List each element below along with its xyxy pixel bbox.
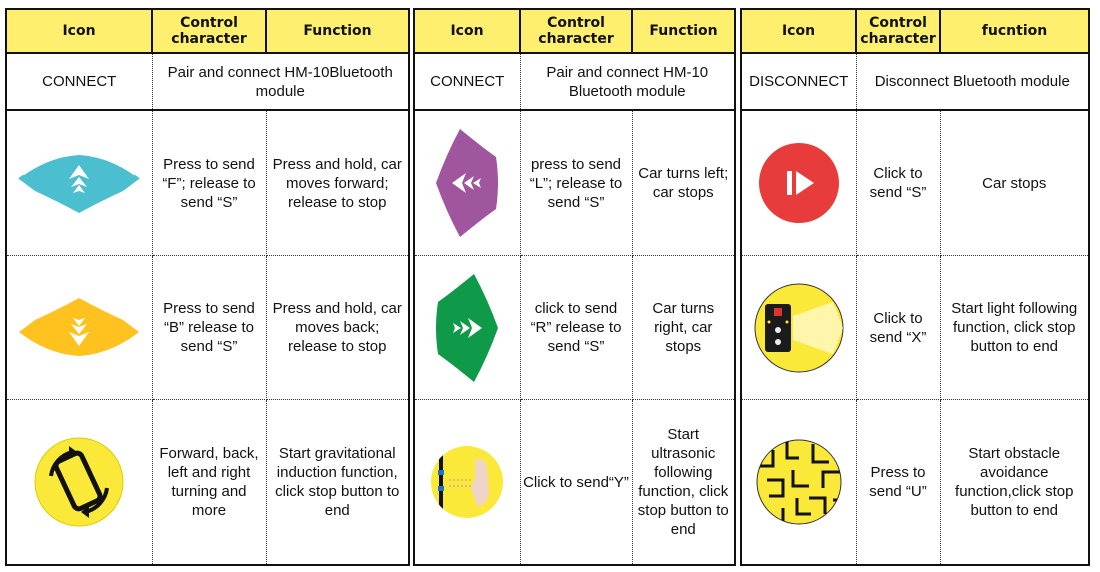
connect-description: Pair and connect HM-10 Bluetooth module [520,53,734,112]
function-right: Car turns right, car stops [632,255,734,401]
connect-button[interactable]: CONNECT [7,53,153,112]
connect-description: Pair and connect HM-10Bluetooth module [152,53,408,112]
panel-right: Icon Control character fucntion DISCONNE… [740,8,1090,566]
back-button[interactable] [7,255,153,401]
control-char-y: Click to send“Y” [520,399,633,564]
maze-icon [756,439,842,525]
control-char-b: Press to send “B” release to send “S” [152,255,267,401]
control-char-s: Click to send “S” [856,110,941,256]
header-function: fucntion [940,10,1088,55]
function-left: Car turns left; car stops [632,110,734,256]
function-forward: Press and hold, car moves forward; relea… [266,110,408,256]
control-char-l: press to send “L”; release to send “S” [520,110,633,256]
function-gravity: Start gravitational induction function, … [275,445,400,520]
panel-middle: Icon Control character Function CONNECT … [413,8,736,566]
header-function: Function [632,10,734,55]
stop-play-icon [758,143,839,224]
right-button[interactable] [415,255,521,401]
left-button[interactable] [415,110,521,256]
phone-rotate-icon [34,437,124,527]
function-obstacle-avoid: Start obstacle avoidance function,click … [955,445,1074,520]
control-char-u: Press to send “U” [856,399,941,564]
function-stop: Car stops [940,110,1088,256]
disconnect-description: Disconnect Bluetooth module [856,53,1088,112]
header-control-character: Control character [152,10,267,55]
stop-button[interactable] [742,110,857,256]
gravity-button[interactable] [7,399,153,564]
function-ultrasonic: Start ultrasonic following function, cli… [637,426,729,539]
header-control-character: Control character [856,10,941,55]
function-light-follow: Start light following function, click st… [940,255,1088,401]
control-table-3: Icon Control character fucntion DISCONNE… [742,10,1088,564]
control-table-2: Icon Control character Function CONNECT … [415,10,734,564]
control-char-f: Press to send “F”; release to send “S” [152,110,267,256]
panel-left: Icon Control character Function CONNECT … [5,8,410,566]
ultrasonic-hand-icon [431,446,504,519]
header-control-character: Control character [520,10,633,55]
header-icon: Icon [7,10,153,55]
light-sensor-icon [754,283,844,373]
disconnect-button[interactable]: DISCONNECT [742,53,857,112]
right-arrow-icon [436,273,499,382]
connect-button[interactable]: CONNECT [415,53,521,112]
forward-arrow-icon [18,155,140,214]
header-icon: Icon [415,10,521,55]
forward-button[interactable] [7,110,153,256]
control-char-r: click to send “R” release to send “S” [520,255,633,401]
function-back: Press and hold, car moves back; release … [266,255,408,401]
control-char-x: Click to send “X” [856,255,941,401]
ultrasonic-button[interactable] [415,399,521,564]
control-table-1: Icon Control character Function CONNECT … [7,10,408,564]
obstacle-avoid-button[interactable] [742,399,857,564]
header-icon: Icon [742,10,857,55]
control-gravity: Forward, back, left and right turning an… [152,399,267,564]
header-function: Function [266,10,408,55]
back-arrow-icon [19,297,140,356]
left-arrow-icon [436,129,499,238]
light-follow-button[interactable] [742,255,857,401]
